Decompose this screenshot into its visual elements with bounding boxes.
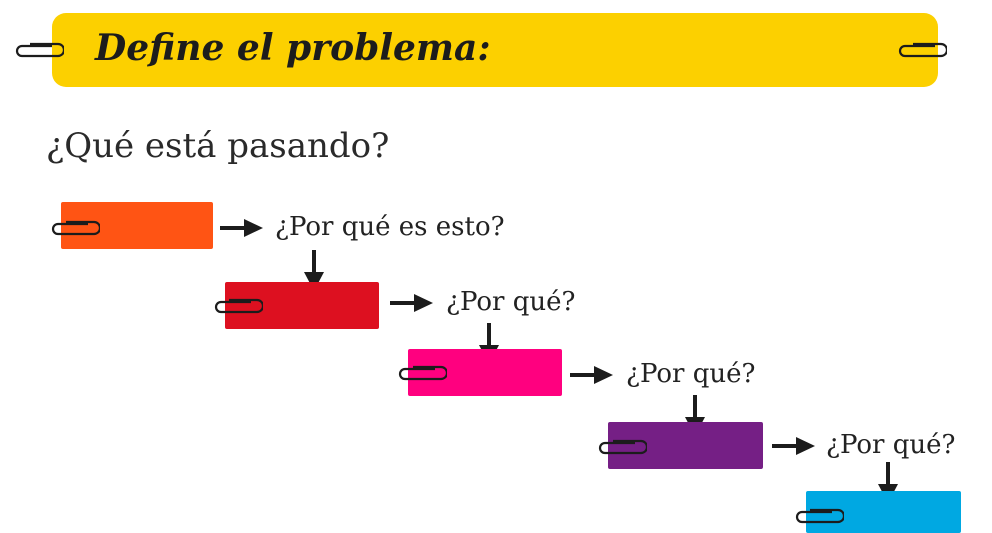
paperclip-icon bbox=[398, 365, 447, 381]
arrow-right-icon bbox=[570, 366, 613, 384]
page-title: Define el problema: bbox=[95, 27, 491, 69]
paperclip-icon bbox=[898, 42, 947, 58]
arrow-right-icon bbox=[390, 294, 433, 312]
paperclip-icon bbox=[598, 439, 647, 455]
step-box-4 bbox=[608, 422, 763, 469]
arrow-right-icon bbox=[772, 437, 815, 455]
why-label-3: ¿Por qué? bbox=[626, 359, 756, 389]
arrow-right-icon bbox=[220, 219, 263, 237]
why-label-4: ¿Por qué? bbox=[826, 430, 956, 460]
why-label-1: ¿Por qué es esto? bbox=[275, 212, 505, 242]
step-box-1 bbox=[61, 202, 213, 249]
paperclip-icon bbox=[51, 220, 100, 236]
step-box-2 bbox=[225, 282, 379, 329]
paperclip-icon bbox=[214, 298, 263, 314]
paperclip-icon bbox=[15, 42, 64, 58]
paperclip-icon bbox=[795, 508, 844, 524]
arrow-down-icon bbox=[304, 250, 324, 291]
why-label-2: ¿Por qué? bbox=[446, 287, 576, 317]
title-banner bbox=[52, 13, 938, 87]
main-question: ¿Qué está pasando? bbox=[46, 126, 390, 166]
step-box-3 bbox=[408, 349, 562, 396]
